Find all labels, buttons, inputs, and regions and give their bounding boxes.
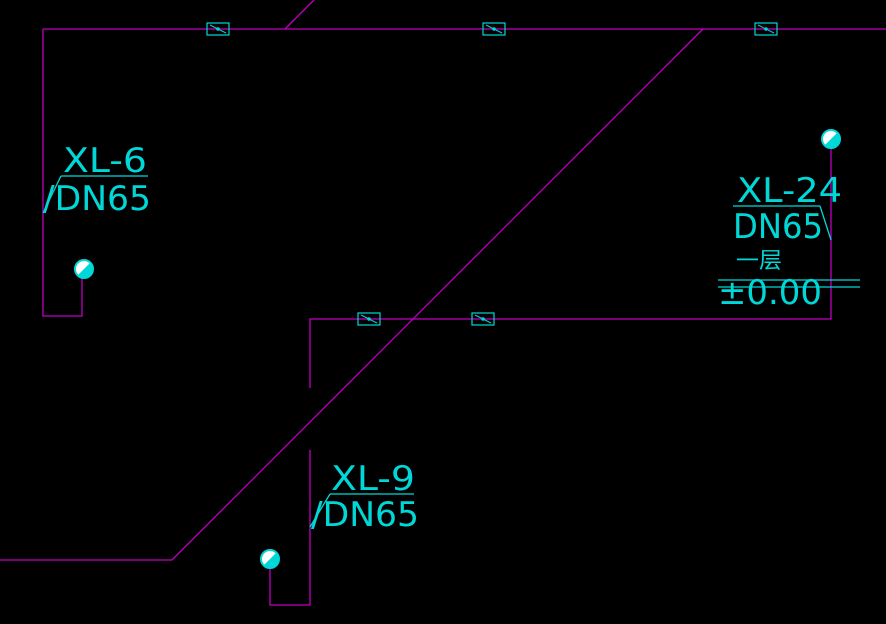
label-xl24-size: DN65 (733, 207, 823, 247)
valve-mid-1-icon (357, 312, 381, 326)
valve-top-3-icon (754, 22, 778, 36)
riser-xl24-icon (821, 129, 841, 149)
annotations: XL-6 /DN65 XL-24 DN65 一层 ±0.00 XL-9 /DN6… (43, 141, 842, 535)
valve-mid-2-icon (471, 312, 495, 326)
label-xl9-size: /DN65 (311, 495, 419, 535)
pipe-middle-branch (309, 148, 832, 388)
riser-markers (74, 129, 841, 569)
label-xl24-name: XL-24 (737, 171, 842, 211)
leader-lines (42, 175, 860, 528)
label-xl6-size: /DN65 (43, 179, 151, 219)
riser-xl9-icon (260, 549, 280, 569)
label-xl9-name: XL-9 (331, 459, 415, 499)
riser-xl6-icon (74, 259, 94, 279)
leader-xl24 (819, 205, 832, 241)
pipe-main-diagonal (0, 28, 704, 561)
pipe-network (0, 0, 886, 606)
valve-top-2-icon (482, 22, 506, 36)
leader-xl9 (309, 493, 331, 528)
pipe-xl9-branch (269, 450, 311, 606)
pipe-top-diagonal (284, 0, 315, 30)
valve-top-1-icon (206, 22, 230, 36)
valves (206, 22, 778, 326)
label-xl24-elevation: ±0.00 (718, 273, 822, 313)
label-xl6-name: XL-6 (63, 141, 147, 181)
pipe-xl6-branch (42, 29, 83, 317)
label-xl24-floor: 一层 (736, 249, 782, 274)
leader-xl6 (42, 175, 62, 214)
